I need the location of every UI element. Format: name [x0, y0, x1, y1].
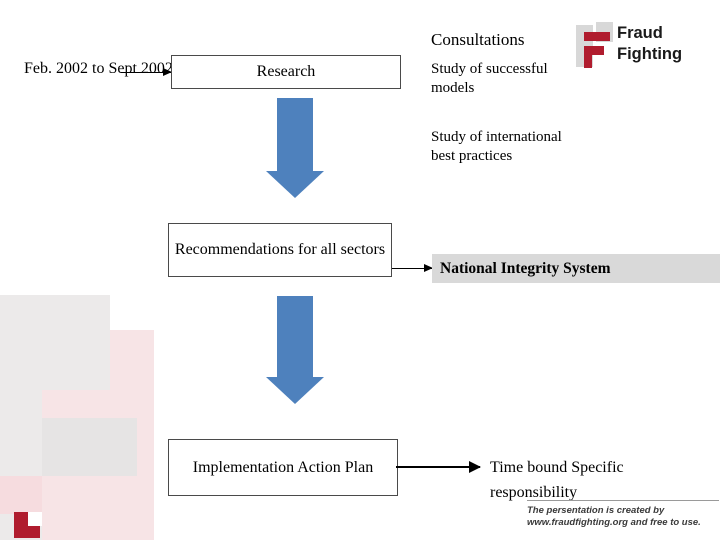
- research-box: Research: [171, 55, 401, 89]
- national-integrity-system-bar: National Integrity System: [432, 254, 720, 283]
- arrow-down-icon: [266, 296, 324, 404]
- arrow-right-icon: [392, 264, 433, 272]
- credit-line-1: The persentation is created by: [527, 505, 665, 516]
- logo-text: Fraud Fighting: [617, 24, 683, 63]
- decorative-pink-strip: [0, 476, 42, 514]
- credit-divider: [527, 500, 719, 501]
- implementation-action-plan-box: Implementation Action Plan: [168, 439, 398, 496]
- recommendations-box: Recommendations for all sectors: [168, 223, 392, 277]
- time-bound-label: Time bound Specific responsibility: [490, 459, 624, 501]
- decorative-gray-block-mid: [42, 295, 110, 390]
- logo-mark-bar-1: [584, 32, 610, 41]
- consultations-label: Consultations: [431, 30, 525, 49]
- logo-mark-bar-2: [584, 46, 604, 55]
- timeline-date-label: Feb. 2002 to Sept 2002: [24, 60, 173, 77]
- decorative-white-notch: [28, 512, 42, 526]
- decorative-gray-block-small: [42, 418, 137, 476]
- logo-mark-bar-3: [584, 46, 592, 68]
- fraud-fighting-logo: Fraud Fighting: [576, 22, 710, 70]
- arrow-down-icon: [266, 98, 324, 198]
- arrow-right-icon: [121, 68, 172, 76]
- study-successful-models-label: Study of successful models: [431, 61, 548, 96]
- credit-text: The persentation is created by www.fraud…: [527, 505, 719, 529]
- arrow-right-icon: [396, 461, 481, 473]
- credit-line-2: www.fraudfighting.org and free to use.: [527, 517, 701, 528]
- study-international-best-practices-label: Study of international best practices: [431, 129, 562, 164]
